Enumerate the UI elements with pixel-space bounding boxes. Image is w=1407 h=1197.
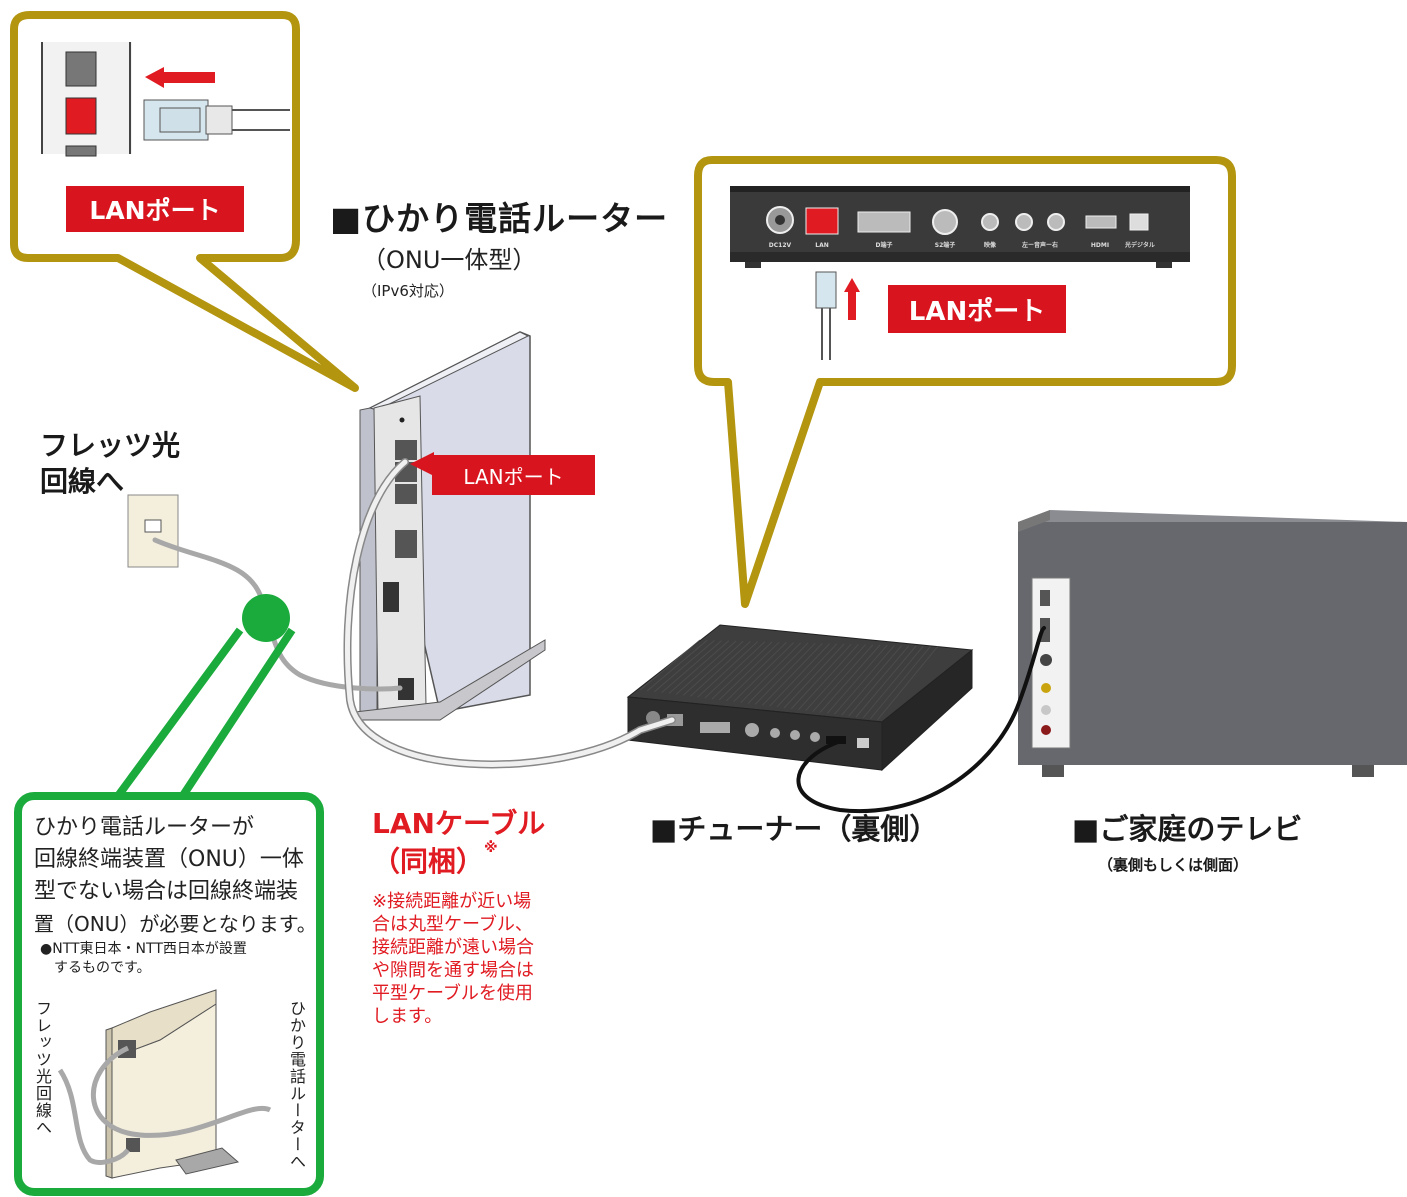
- flets-line2: 回線へ: [40, 465, 125, 498]
- tuner-port-label: D端子: [876, 241, 893, 249]
- onu-box-line: 型でない場合は回線終端装: [34, 879, 299, 904]
- vent-line: [740, 642, 802, 703]
- vent-line: [718, 641, 780, 701]
- vent-line: [754, 642, 816, 705]
- vent-line: [711, 641, 773, 700]
- router-device: [354, 331, 546, 721]
- tuner-port-label: HDMI: [1091, 242, 1109, 249]
- onu-info-box: [14, 792, 324, 1196]
- tuner-port-label: S2端子: [935, 241, 956, 249]
- tv-subtitle: （裏側もしくは側面）: [1098, 856, 1249, 874]
- lan-cable-note-line: ※接続距離が近い場: [372, 891, 532, 912]
- router-lan-port-label: LANポート: [463, 464, 564, 489]
- vent-line: [646, 639, 708, 692]
- router-title: ■ひかり電話ルーター: [330, 199, 669, 238]
- tuner-port-label: 光デジタル: [1124, 241, 1155, 249]
- onu-left-vertical: フレッツ光回線へ: [33, 1000, 52, 1136]
- onu-box-text: ひかり電話ルーターが 回線終端装置（ONU）一体 型でない場合は回線終端装 置（…: [34, 812, 317, 940]
- vent-line: [812, 644, 874, 712]
- vent-line: [654, 640, 715, 693]
- lan-cable-note-line: や隙間を通す場合は: [372, 960, 534, 981]
- vent-line: [697, 641, 758, 698]
- vent-line: [747, 642, 809, 704]
- onu-box-line: 回線終端装置（ONU）一体: [34, 847, 304, 872]
- vent-line: [704, 641, 766, 699]
- tv-title: ■ご家庭のテレビ: [1072, 812, 1303, 846]
- router-lan-port-badge: LANポート: [432, 455, 595, 495]
- vent-line: [661, 640, 722, 694]
- vent-line: [762, 643, 823, 706]
- vent-line: [819, 644, 881, 713]
- lan-cable-mark: ※: [484, 840, 498, 856]
- vent-line: [826, 644, 888, 714]
- lan-cable-subtitle: （同梱）: [372, 845, 485, 878]
- router-subtitle: （ONU一体型）: [362, 246, 537, 274]
- vent-line: [726, 642, 787, 702]
- cables: [152, 458, 1046, 814]
- router-lan-arrow: [410, 452, 434, 476]
- vent-line: [841, 645, 902, 716]
- onu-box-line: 置（ONU）が必要となります。: [34, 912, 317, 936]
- vent-line: [877, 646, 938, 721]
- vent-line: [870, 646, 931, 720]
- vent-line: [675, 640, 737, 695]
- vent-line: [834, 645, 895, 715]
- vent-line: [783, 643, 845, 709]
- tuner-port-label: 映像: [984, 241, 997, 249]
- tuner-device: [626, 624, 974, 772]
- router-subtitle-ipv6: （IPv6対応）: [362, 282, 454, 300]
- vent-line: [733, 642, 794, 703]
- vent-line: [805, 644, 866, 712]
- lan-cable-note: ※接続距離が近い場 合は丸型ケーブル、 接続距離が遠い場合 や隙間を通す場合は …: [372, 890, 534, 1028]
- vent-line: [769, 643, 830, 707]
- tuner-callout-lan-port-label: LANポート: [908, 296, 1046, 327]
- lan-cable-title: LANケーブル: [372, 807, 546, 840]
- vent-line: [798, 644, 859, 711]
- vent-line: [690, 641, 751, 697]
- lan-cable-note-line: 合は丸型ケーブル、: [372, 914, 533, 935]
- flets-line-label: フレッツ光 回線へ: [40, 428, 180, 500]
- lan-cable-subtitle-wrap: （同梱）※: [372, 840, 498, 880]
- router-callout-lan-port-badge: LANポート: [66, 186, 244, 232]
- vent-line: [862, 645, 924, 719]
- vent-line: [776, 643, 838, 708]
- lan-cable-note-line: します。: [372, 1006, 443, 1027]
- router-callout-lan-port-label: LANポート: [89, 196, 221, 225]
- tuner-port-label: 左ー音声ー右: [1021, 241, 1058, 249]
- vent-line: [790, 643, 852, 710]
- onu-box-note-line: するものです。: [54, 960, 151, 976]
- onu-right-vertical: ひかり電話ルーターへ: [287, 1000, 306, 1170]
- flets-line1: フレッツ光: [40, 429, 181, 462]
- vent-line: [855, 645, 917, 718]
- onu-box-note-line: ●NTT東日本・NTT西日本が設置: [40, 941, 247, 957]
- onu-box-note: ●NTT東日本・NTT西日本が設置 するものです。: [40, 940, 247, 978]
- onu-pointer: [111, 594, 296, 803]
- tuner-port-label: LAN: [815, 242, 829, 249]
- lan-cable-note-line: 平型ケーブルを使用: [372, 983, 533, 1004]
- tuner-port-label: DC12V: [769, 242, 792, 249]
- vent-line: [682, 640, 744, 696]
- vent-line: [639, 639, 701, 691]
- vent-line: [848, 645, 910, 717]
- wall-jack: [127, 494, 179, 568]
- vent-line: [668, 640, 730, 694]
- tuner-callout-lan-port-badge: LANポート: [888, 285, 1066, 333]
- tuner-port-callout: DC12V LAN D端子 S2端子 映像 左ー音声ー右 HDMI 光デジタル: [694, 156, 1236, 608]
- tuner-title: ■チューナー（裏側）: [650, 812, 939, 846]
- onu-box-line: ひかり電話ルーターが: [34, 815, 255, 840]
- lan-cable-note-line: 接続距離が遠い場合: [372, 937, 534, 958]
- tv-device: [1018, 510, 1407, 777]
